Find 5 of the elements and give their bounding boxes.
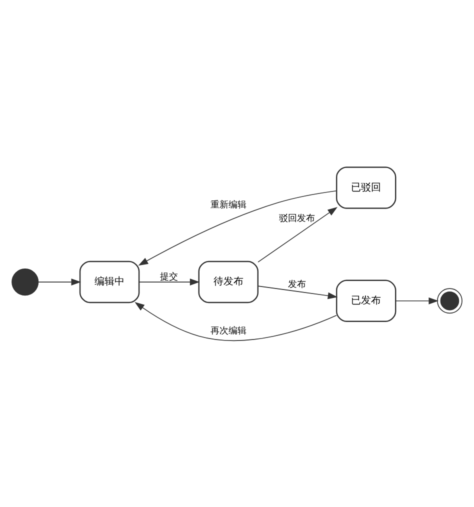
edge-label: 再次编辑	[210, 326, 246, 336]
edge-label: 驳回发布	[279, 214, 316, 224]
edge-label: 发布	[288, 279, 306, 290]
edge-label: 提交	[160, 272, 178, 282]
edge-label: 重新编辑	[210, 200, 246, 210]
